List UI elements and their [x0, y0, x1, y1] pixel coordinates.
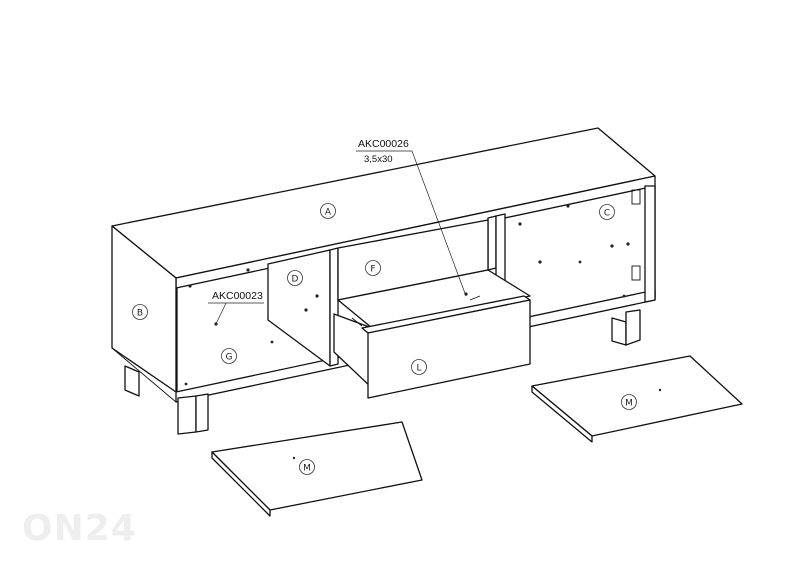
svg-text:F: F — [370, 265, 375, 275]
akc00023-code: AKC00023 — [212, 290, 263, 302]
drawer-l — [333, 269, 531, 399]
part-label-m-right: M — [621, 394, 637, 410]
part-label-f: F — [365, 260, 381, 276]
svg-text:A: A — [325, 208, 332, 218]
side-panel-c — [644, 185, 656, 303]
svg-text:G: G — [226, 353, 233, 363]
part-label-g: G — [221, 348, 237, 364]
svg-text:D: D — [292, 275, 299, 285]
hinge-icon — [631, 189, 641, 281]
svg-text:M: M — [303, 464, 311, 474]
door-panel-m-right-edge — [531, 385, 593, 443]
svg-text:B: B — [137, 309, 143, 319]
akc00026-size: 3,5x30 — [364, 154, 393, 165]
logo-watermark: ON24 — [22, 508, 137, 549]
part-label-a: A — [320, 203, 336, 219]
door-panel-m-left-edge — [211, 451, 271, 517]
part-label-l: L — [411, 359, 427, 375]
svg-text:L: L — [416, 364, 421, 374]
front-legs — [177, 393, 209, 435]
part-label-b: B — [132, 304, 148, 320]
svg-text:C: C — [604, 209, 610, 219]
door-panel-m-left — [211, 421, 423, 511]
svg-text:M: M — [625, 399, 633, 409]
door-panel-m-right — [531, 355, 743, 437]
part-label-c: C — [599, 204, 615, 220]
hardware-akc00026: AKC00026 3,5x30 — [356, 138, 467, 297]
rear-legs — [124, 309, 641, 397]
hardware-akc00023: AKC00023 — [208, 290, 264, 325]
part-label-m-left: M — [299, 459, 315, 475]
fitting-holes — [184, 204, 662, 460]
part-label-d: D — [287, 270, 303, 286]
akc00026-code: AKC00026 — [358, 138, 409, 150]
